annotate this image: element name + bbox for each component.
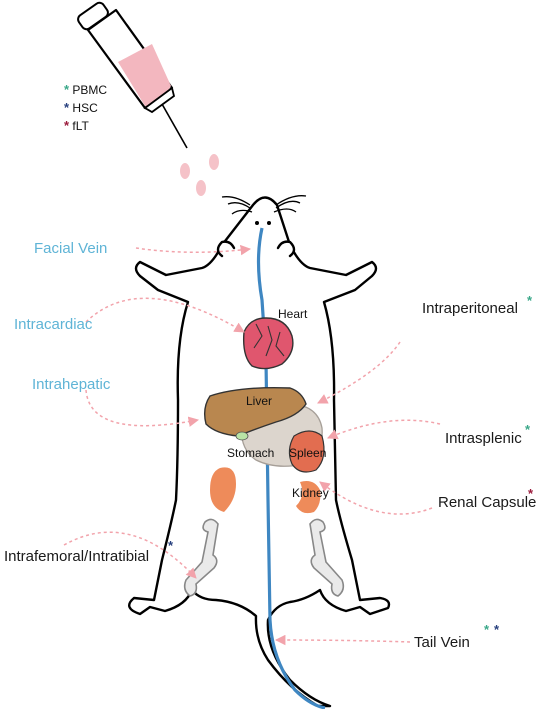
right-kidney-organ: [296, 481, 321, 514]
pbmc-star-icon: *: [525, 422, 531, 437]
intracardiac-label: Intracardiac: [14, 316, 93, 333]
intrahepatic-label: Intrahepatic: [32, 376, 111, 393]
right-leg-bone-icon: [309, 518, 345, 597]
facial-vein-label: Facial Vein: [34, 240, 108, 257]
star-icon: *: [64, 118, 70, 133]
pbmc-star-icon: *: [527, 293, 533, 308]
legend-item-pbmc: * PBMC: [64, 82, 107, 97]
renal-capsule-label: Renal Capsule: [438, 494, 537, 511]
intracardiac-arrow: [85, 297, 245, 333]
left-kidney-organ: [210, 467, 236, 512]
flt-star-icon: *: [528, 486, 534, 501]
tail-vein-label: Tail Vein: [414, 634, 470, 651]
hsc-star-icon: *: [494, 622, 500, 637]
legend-label: HSC: [72, 101, 98, 115]
legend-item-flt: * fLT: [64, 118, 89, 133]
legend-item-hsc: * HSC: [64, 100, 98, 115]
stomach-label: Stomach: [227, 446, 275, 460]
star-icon: *: [64, 100, 70, 115]
intrasplenic-label: Intrasplenic: [445, 430, 522, 447]
blue-vein: [256, 227, 326, 709]
pbmc-star-icon: *: [484, 622, 490, 637]
star-icon: *: [64, 82, 70, 97]
heart-organ: [242, 317, 294, 370]
intrafemoral-arrow: [63, 531, 197, 579]
intraperitoneal-label: Intraperitoneal: [422, 300, 518, 317]
hsc-star-icon: *: [168, 538, 174, 553]
tail-vein-arrow: [274, 634, 411, 646]
renal-capsule-arrow: [319, 481, 433, 515]
facial-vein-arrow: [135, 244, 252, 256]
legend-label: PBMC: [72, 83, 108, 97]
whiskers-icon: [221, 195, 307, 215]
intraperitoneal-arrow: [317, 341, 401, 404]
kidney-label: Kidney: [292, 486, 329, 500]
legend-label: fLT: [72, 119, 89, 133]
liver-organ: [203, 386, 307, 437]
syringe-icon: [77, 1, 188, 149]
drops-icon: [180, 154, 219, 196]
liver-label: Liver: [246, 394, 273, 408]
spleen-label: Spleen: [289, 446, 327, 460]
heart-label: Heart: [278, 307, 308, 321]
intrafemoral-label: Intrafemoral/Intratibial: [4, 548, 150, 565]
spleen-organ: [288, 430, 325, 473]
intrasplenic-arrow: [327, 419, 441, 440]
